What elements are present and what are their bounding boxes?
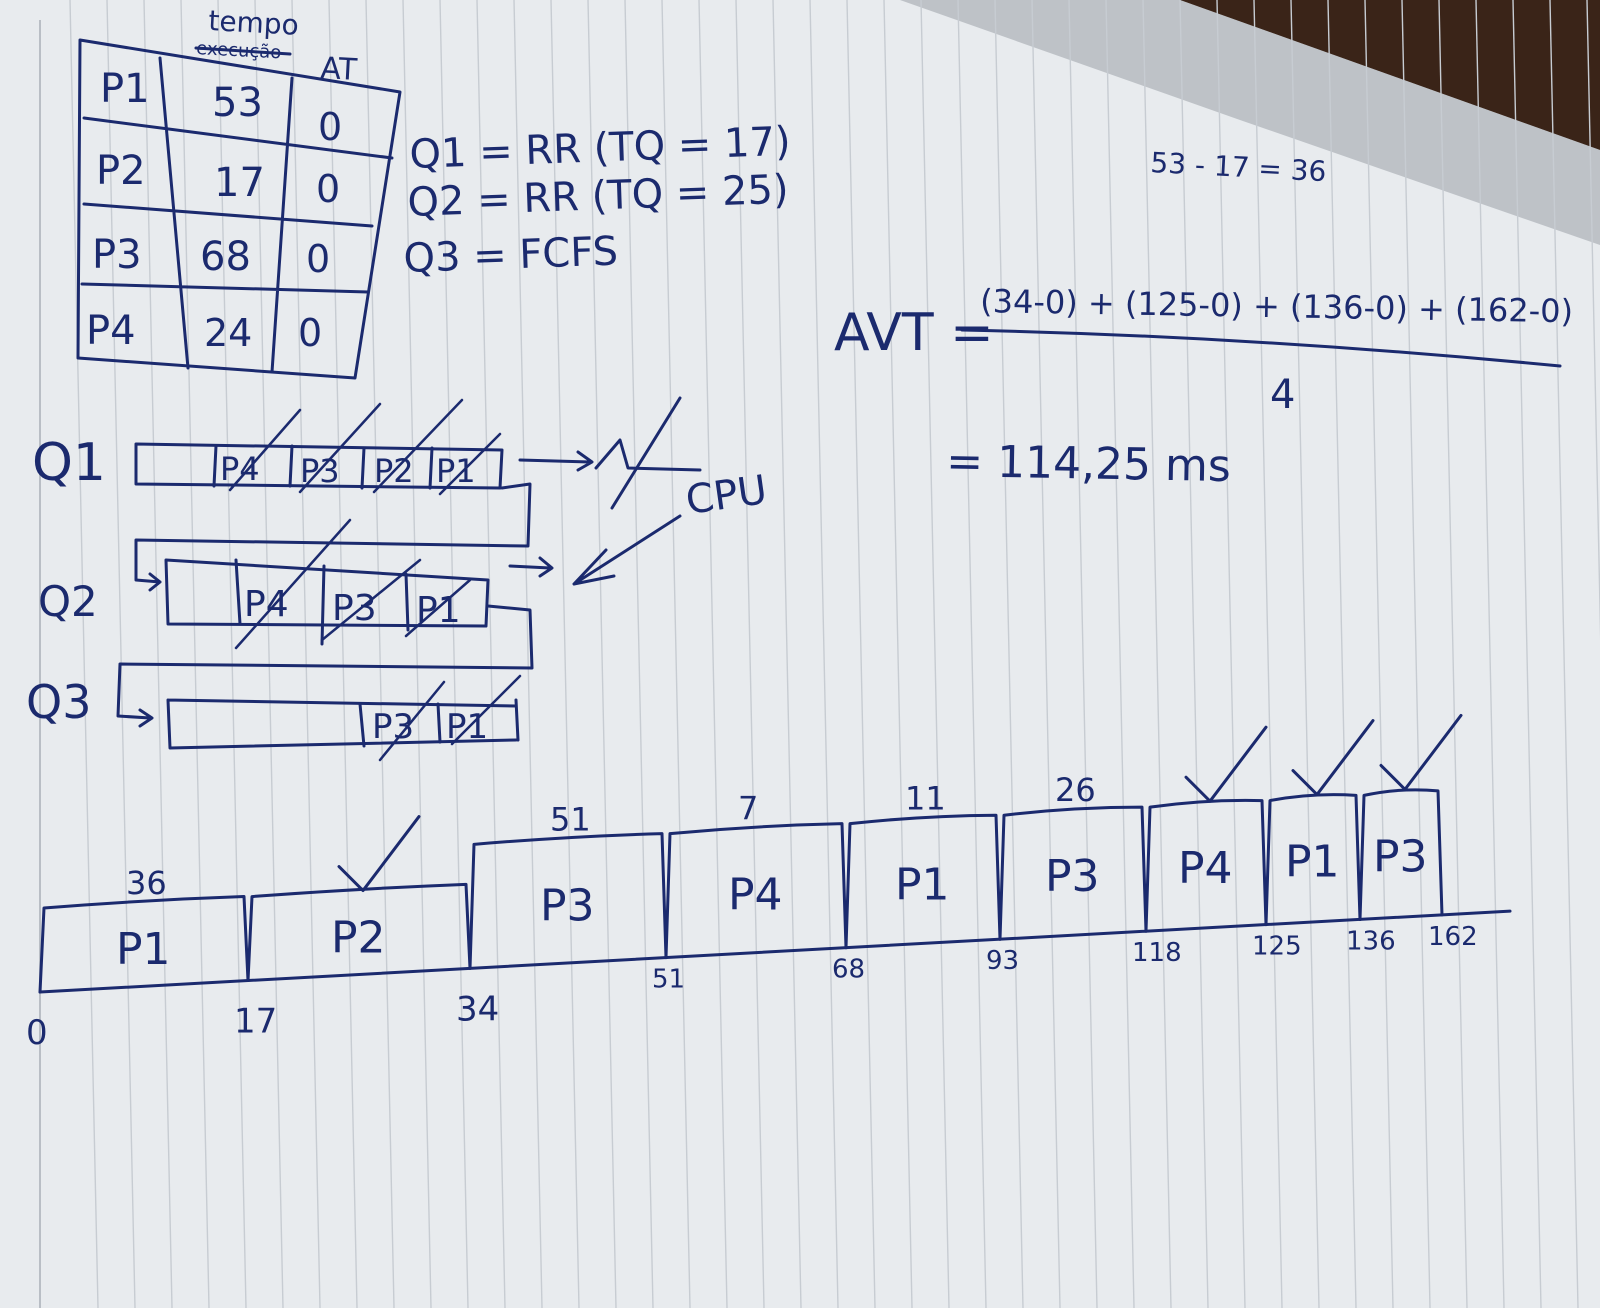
gantt-bar-label: P3: [1373, 831, 1428, 882]
gantt-bar: [468, 832, 668, 970]
gantt-bar: [1358, 788, 1444, 921]
formula-denominator: 4: [1270, 372, 1295, 418]
gantt-remaining-label: 7: [738, 790, 758, 828]
queue-label-q3: Q3: [26, 675, 91, 729]
row-at-4: 0: [298, 311, 322, 355]
queue-q1-item-1: P4: [220, 450, 260, 488]
row-burst-4: 24: [204, 311, 252, 355]
row-burst-1: 53: [212, 80, 263, 126]
checkmark-icon: [1184, 725, 1268, 803]
gantt-bar-label: P4: [728, 870, 783, 921]
queue-definitions: Q1 = RR (TQ = 17) Q2 = RR (TQ = 25) Q3 =…: [403, 119, 792, 282]
row-at-3: 0: [306, 237, 330, 281]
gantt-bar: [664, 822, 848, 960]
checkmark-icon: [1291, 719, 1375, 797]
gantt-bar-label: P1: [895, 860, 950, 911]
gantt-bar: [1264, 793, 1362, 927]
queue-q2-item-2: P3: [332, 588, 377, 629]
gantt-tick-label: 68: [832, 955, 865, 985]
side-note: 53 - 17 = 36: [1150, 146, 1328, 188]
gantt-bar: [246, 882, 472, 983]
gantt-remaining-label: 36: [126, 864, 167, 902]
row-process-4: P4: [86, 308, 136, 354]
gantt-tick-label: 17: [234, 1002, 277, 1042]
checkmark-icon: [1379, 713, 1463, 791]
gantt-tick-label: 118: [1132, 938, 1182, 968]
gantt-tick-label: 0: [26, 1013, 48, 1053]
gantt-bar-label: P1: [116, 924, 171, 975]
gantt-tick-label: 51: [652, 965, 685, 995]
average-formula: AVT = (34-0) + (125-0) + (136-0) + (162-…: [834, 282, 1573, 492]
gantt-tick-label: 93: [986, 946, 1019, 976]
row-burst-2: 17: [214, 160, 265, 206]
table-header-tempo: tempo: [208, 4, 300, 42]
gantt-bar-label: P3: [1045, 851, 1100, 902]
gantt-bar: [1144, 798, 1268, 933]
row-process-1: P1: [100, 66, 150, 112]
gantt-tick-label: 125: [1252, 932, 1302, 962]
queue-label-q2: Q2: [38, 577, 98, 626]
gantt-bar-label: P4: [1178, 843, 1233, 894]
queue-diagram: Q1 P4 P3 P2 P1 Q2 P4 P3 P1 CPU Q3 P3 P1: [26, 396, 770, 762]
formula-label: AVT =: [834, 303, 994, 363]
row-burst-3: 68: [200, 234, 251, 280]
gantt-remaining-label: 51: [550, 800, 591, 838]
gantt-remaining-label: 26: [1055, 771, 1096, 809]
gantt-bar-label: P1: [1285, 837, 1340, 888]
formula-result: = 114,25 ms: [946, 436, 1231, 492]
gantt-tick-label: 34: [456, 989, 499, 1029]
queue-q1-item-4: P1: [436, 452, 476, 490]
gantt-bar-label: P3: [540, 880, 595, 931]
row-process-3: P3: [92, 232, 142, 278]
formula-numerator: (34-0) + (125-0) + (136-0) + (162-0): [980, 282, 1573, 330]
row-at-1: 0: [318, 105, 342, 149]
gantt-remaining-label: 11: [905, 780, 946, 818]
checkmark-icon: [337, 815, 421, 893]
queue-q2-item-1: P4: [244, 584, 289, 625]
table-rows: P1 53 0 P2 17 0 P3 68 0 P4 24 0: [86, 66, 342, 355]
queue-def-3: Q3 = FCFS: [403, 229, 619, 282]
row-process-2: P2: [96, 148, 146, 194]
gantt-bar-label: P2: [331, 913, 386, 964]
queue-q2-items: P4 P3 P1: [244, 584, 461, 631]
queue-label-q1: Q1: [32, 433, 106, 493]
gantt-bar: [38, 895, 250, 994]
queue-q2-item-3: P1: [416, 590, 461, 631]
gantt-bar: [844, 813, 1002, 950]
row-at-2: 0: [316, 167, 340, 211]
gantt-tick-label: 162: [1428, 922, 1478, 952]
process-table: tempo execução AT P1 53 0 P2 17 0 P3 68 …: [76, 4, 402, 380]
cpu-label: CPU: [683, 467, 770, 524]
gantt-bar: [998, 805, 1148, 941]
gantt-tick-label: 136: [1346, 926, 1396, 956]
